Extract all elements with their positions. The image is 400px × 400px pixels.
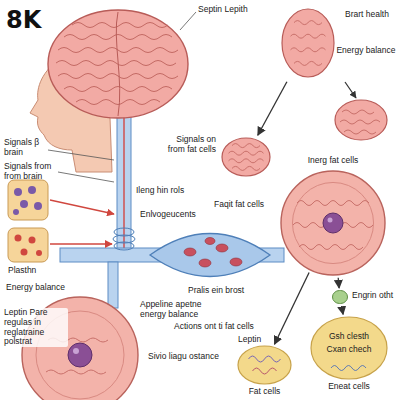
- label: Plasthn: [8, 266, 53, 276]
- arrow: [50, 200, 114, 214]
- label: Appeline apetne energy balance: [140, 300, 204, 320]
- node-outline: [237, 345, 292, 385]
- node-text: Signals on from fat cells: [160, 135, 216, 155]
- node-text: Cxan chech: [318, 345, 380, 355]
- connector-arrow: [275, 273, 310, 345]
- label: Actions ont ti fat cells: [174, 322, 272, 332]
- connector-arrow: [342, 306, 344, 314]
- node-shape: Signals on from fat cells: [220, 135, 272, 179]
- node-shape: Engrin otht: [332, 290, 348, 304]
- node-shape: Brart healthEnergy balance: [280, 6, 398, 80]
- node-text: Energy balance: [336, 46, 396, 56]
- label: Sivio liagu ostance: [148, 352, 230, 362]
- node-outline: [280, 170, 386, 276]
- small-brain: [335, 100, 387, 140]
- label: Enlvogeucents: [140, 210, 204, 220]
- node-shape: Gsh clesthCxan chechEneat cells: [310, 316, 388, 380]
- node-outline: [220, 135, 272, 179]
- node-outline: [332, 290, 348, 304]
- label: Ileng hin rols: [136, 186, 198, 196]
- leader-line: [48, 12, 196, 182]
- blood-band: [60, 228, 284, 308]
- label: Signals from from brain: [4, 162, 58, 182]
- node-text: Fat cells: [232, 387, 297, 397]
- node-text: Brart health: [338, 10, 396, 20]
- vessel-spindle: [150, 234, 270, 277]
- node-text: Inerg fat cells: [293, 156, 373, 166]
- cell-square: [8, 180, 48, 262]
- node-text: Eneat cells: [310, 382, 388, 392]
- arrow: [345, 82, 356, 98]
- connector-arrow: [258, 82, 287, 136]
- main-brain: [48, 10, 188, 118]
- node-text: Gsh clesth: [318, 332, 380, 342]
- label: Leptin Pare regulas in reglatraine polst…: [4, 308, 68, 347]
- label: Leptin: [238, 335, 268, 345]
- label: Septin Lepith: [198, 5, 260, 15]
- node-shape: Fat cells: [237, 345, 292, 385]
- label: Energy balance: [6, 283, 70, 293]
- node-shape: Inerg fat cells: [280, 170, 386, 276]
- diagram-title: 8K: [6, 6, 41, 34]
- label: Signals β brain: [4, 138, 46, 158]
- label: Faqit fat cells: [214, 200, 276, 210]
- label: Pralis ein brost: [188, 286, 256, 296]
- arrow: [50, 243, 112, 244]
- node-text: Engrin otht: [352, 291, 398, 301]
- connector-arrow: [338, 278, 340, 288]
